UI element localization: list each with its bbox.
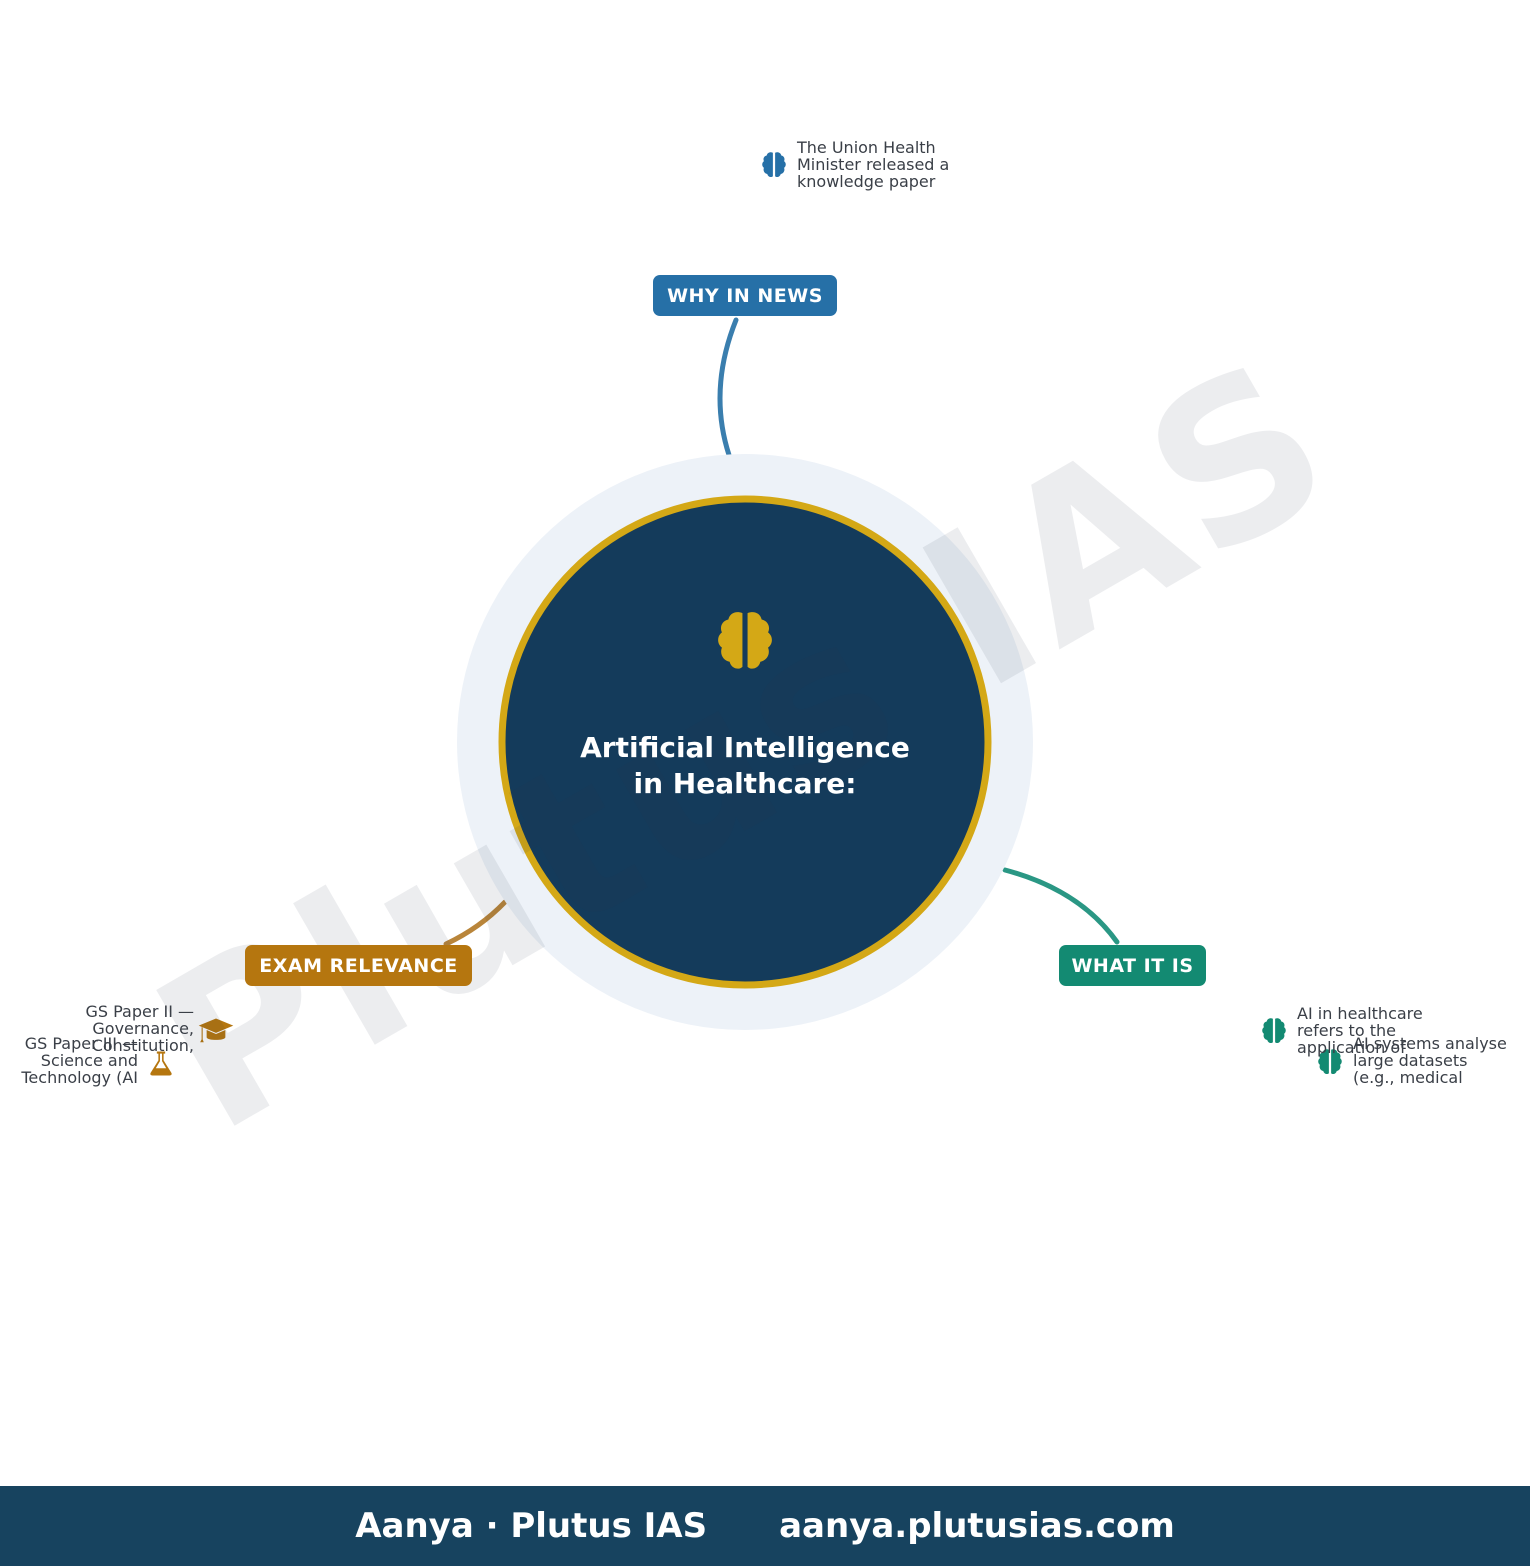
why-in-news-item: The Union Health Minister released a kno… — [797, 138, 950, 191]
brain-icon — [762, 152, 786, 178]
branch-why-in-news[interactable]: WHY IN NEWS — [653, 275, 837, 316]
mindmap-canvas — [150, 152, 1342, 1076]
footer-bar: Aanya · Plutus IAS aanya.plutusias.com — [0, 1486, 1530, 1566]
what-it-is-item: AI in healthcare refers to the applicati… — [1297, 1004, 1423, 1057]
what-it-is-item: AI systems analyse large datasets (e.g.,… — [1353, 1034, 1507, 1087]
footer-brand: Aanya · Plutus IAS — [355, 1506, 708, 1546]
center-node[interactable] — [498, 495, 992, 989]
branch-exam-relevance[interactable]: EXAM RELEVANCE — [245, 945, 472, 986]
exam-relevance-item: GS Paper III — Science and Technology (A… — [21, 1034, 138, 1087]
exam-relevance-item: GS Paper II — Governance, Constitution, — [85, 1002, 194, 1055]
brain-icon — [1262, 1018, 1286, 1044]
center-title: Artificial Intelligence in Healthcare: — [580, 731, 910, 800]
branch-what-it-is[interactable]: WHAT IT IS — [1059, 945, 1206, 986]
footer-url[interactable]: aanya.plutusias.com — [779, 1506, 1175, 1546]
what-it-is-connector — [1002, 867, 1120, 945]
flask-icon — [150, 1051, 172, 1076]
why-in-news-connector — [717, 317, 739, 458]
graduation-cap-icon — [198, 1018, 234, 1043]
exam-relevance-connector — [443, 899, 508, 947]
